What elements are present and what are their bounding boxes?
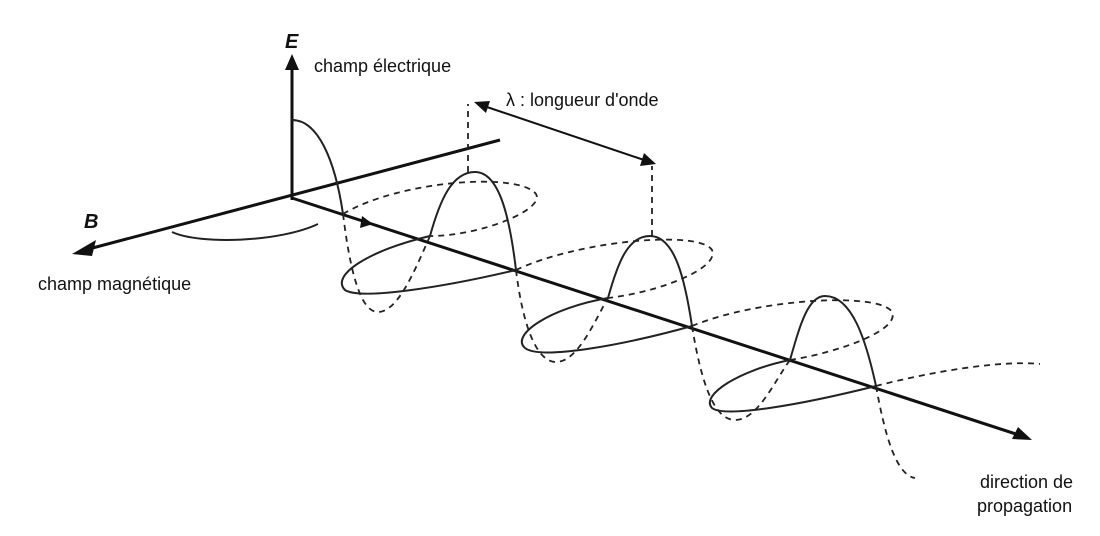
e-symbol-label: E (285, 31, 299, 53)
magnetic-loop-2-far (515, 238, 714, 299)
wavelength-arrow-line (477, 103, 651, 163)
magnetic-loop-3-near (708, 359, 877, 413)
magnetic-field-label: champ magnétique (38, 274, 191, 294)
electric-wave-dashed-1 (342, 213, 431, 313)
electric-wave-solid-1 (291, 119, 344, 215)
magnetic-loop-1-far (342, 180, 538, 237)
magnetic-loop-2-near (520, 297, 693, 354)
magnetic-loop-1-near (340, 235, 517, 295)
electric-wave-dashed-4 (875, 385, 916, 479)
propagation-small-arrowhead (360, 216, 373, 228)
electric-field-label: champ électrique (314, 56, 451, 76)
magnetic-loop-0 (171, 223, 319, 241)
electric-wave-solid-3 (607, 234, 693, 327)
magnetic-axis-arrowhead (72, 240, 96, 256)
electric-wave-dashed-3 (691, 325, 791, 421)
direction-label-line1: direction de (980, 472, 1073, 492)
b-symbol-label: B (84, 211, 98, 233)
wavelength-label: λ : longueur d'onde (506, 90, 659, 110)
electric-wave-solid-4 (789, 294, 877, 387)
magnetic-loop-3-far (691, 299, 894, 361)
propagation-axis-arrowhead (1012, 427, 1032, 440)
wavelength-arrowhead-left (474, 101, 490, 113)
wavelength-arrowhead-right (640, 153, 656, 166)
direction-label-line2: propagation (977, 496, 1072, 516)
magnetic-loop-4-far (875, 362, 1041, 387)
electric-wave-solid-2 (429, 170, 517, 271)
propagation-axis-line (291, 196, 1023, 438)
electric-axis-arrowhead (285, 54, 299, 70)
